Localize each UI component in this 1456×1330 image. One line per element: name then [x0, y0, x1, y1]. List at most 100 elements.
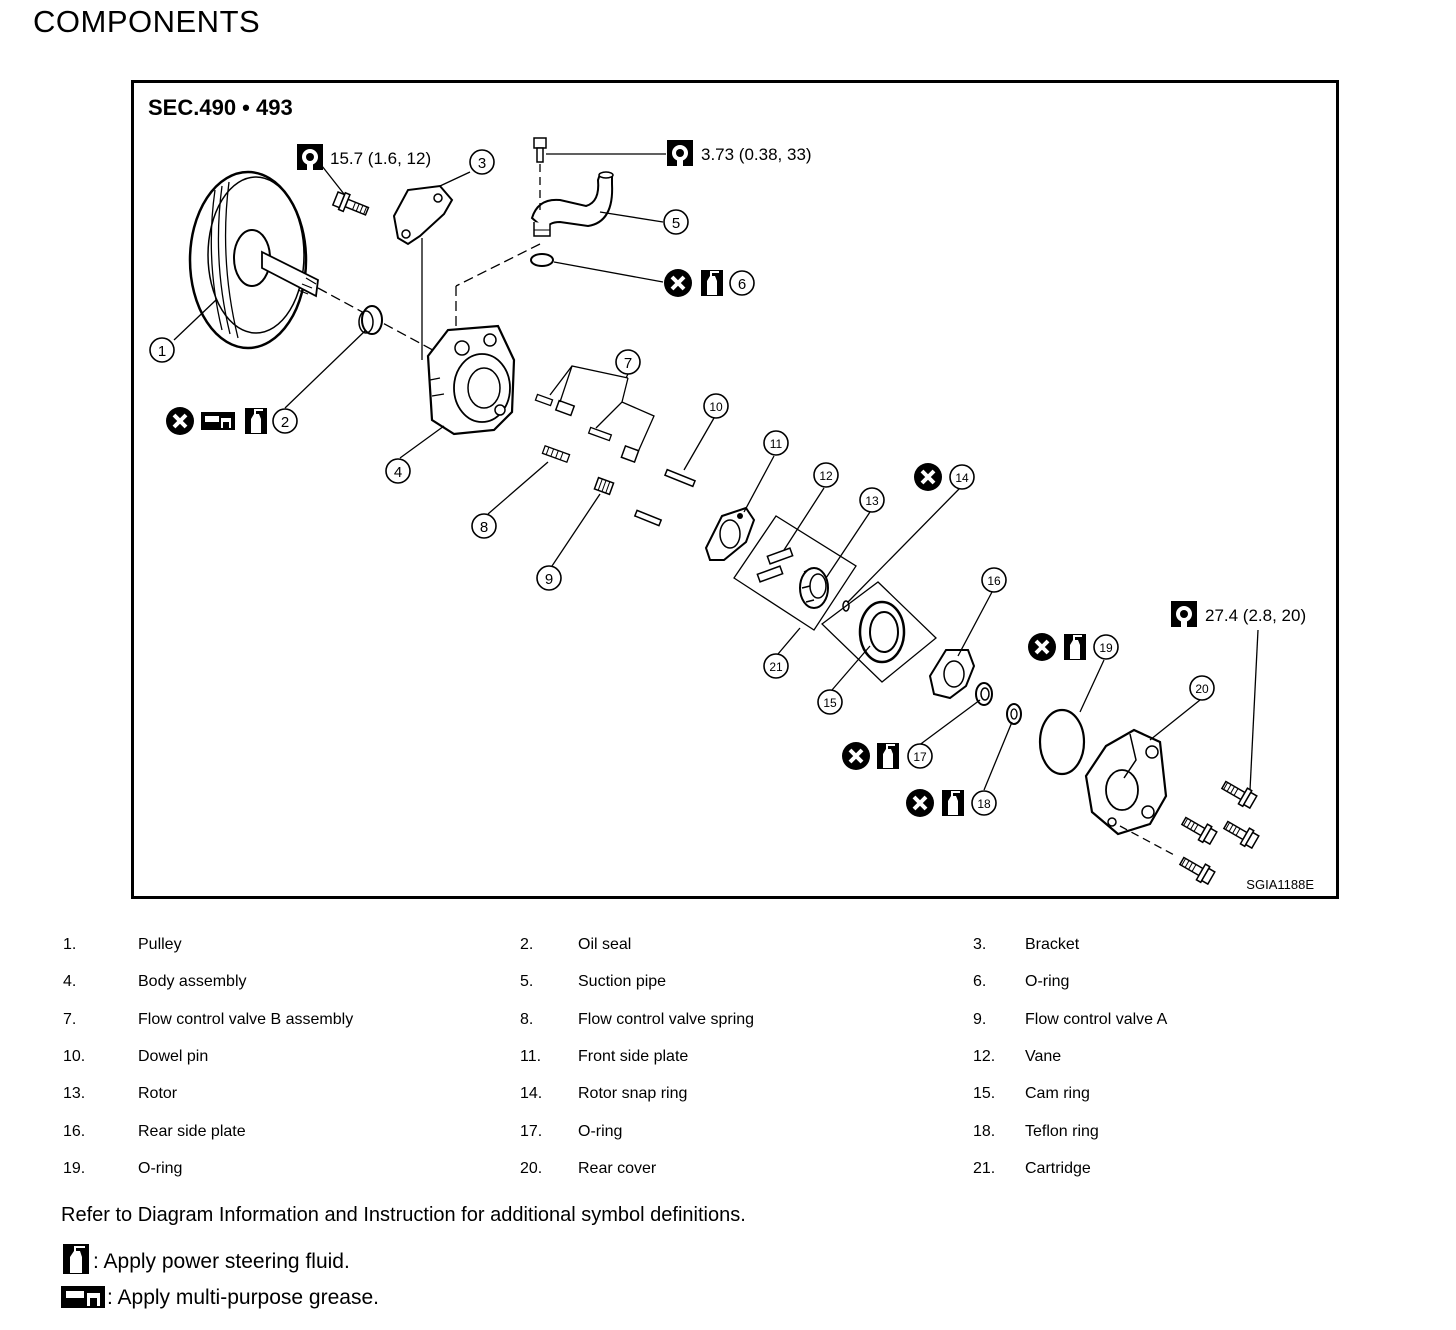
svg-text:6: 6 [738, 276, 746, 293]
section-code: SEC.490 • 493 [148, 95, 293, 120]
no-reuse-icon [164, 405, 196, 437]
callout-20: 20 [1189, 675, 1215, 701]
power-steering-fluid-icon [941, 789, 965, 817]
callout-19: 19 [1093, 634, 1119, 660]
callout-8: 8 [471, 513, 497, 539]
rear-side-plate [928, 649, 976, 700]
fluid-note: : Apply power steering fluid. [61, 1244, 350, 1274]
cartridge-outline [733, 515, 937, 683]
callout-6: 6 [729, 270, 755, 296]
callout-5: 5 [663, 209, 689, 235]
torque-spec-bracket: 15.7 (1.6, 12) [297, 144, 431, 170]
svg-text:3.73 (0.38, 33): 3.73 (0.38, 33) [701, 145, 812, 164]
no-reuse-icon [662, 267, 694, 299]
body-assembly [426, 324, 516, 436]
callout-12: 12 [813, 462, 839, 488]
no-reuse-icon [912, 461, 944, 493]
callout-2: 2 [272, 408, 298, 434]
torque-wrench-icon [297, 144, 323, 170]
bracket [392, 184, 454, 360]
bracket-bolt [331, 189, 372, 221]
callout-16: 16 [981, 567, 1007, 593]
flow-control-valve-spring [541, 444, 571, 464]
multi-purpose-grease-icon [201, 412, 235, 430]
callout-18: 18 [971, 790, 997, 816]
power-steering-fluid-icon [1063, 633, 1087, 661]
cam-ring [858, 600, 906, 664]
page-title: COMPONENTS [33, 4, 261, 39]
flow-control-valve-a [593, 476, 615, 496]
svg-text:20: 20 [1195, 682, 1209, 696]
callout-13: 13 [859, 487, 885, 513]
o-ring-19 [1038, 708, 1086, 776]
front-side-plate [704, 506, 756, 561]
power-steering-fluid-icon [63, 1244, 89, 1274]
refer-note: Refer to Diagram Information and Instruc… [61, 1204, 746, 1226]
callout-15: 15 [817, 689, 843, 715]
power-steering-fluid-icon [700, 269, 724, 297]
callout-7: 7 [615, 349, 641, 375]
multi-purpose-grease-icon [61, 1286, 105, 1308]
callout-10: 10 [703, 393, 729, 419]
fluid-note-text: : Apply power steering fluid. [93, 1250, 350, 1273]
pulley [188, 170, 441, 355]
callout-17: 17 [907, 743, 933, 769]
teflon-ring [1006, 703, 1022, 725]
power-steering-fluid-icon [244, 407, 268, 435]
grease-note: : Apply multi-purpose grease. [61, 1284, 379, 1310]
oil-seal [358, 305, 383, 335]
exploded-view-figure: SEC.490 • 493 SGIA1188E [131, 80, 1339, 899]
svg-text:9: 9 [545, 571, 553, 588]
torque-wrench-icon [1171, 601, 1197, 627]
callout-3: 3 [469, 149, 495, 175]
svg-text:19: 19 [1099, 641, 1113, 655]
svg-text:8: 8 [480, 519, 488, 536]
callout-9: 9 [536, 565, 562, 591]
svg-text:10: 10 [709, 400, 723, 414]
no-reuse-icon [904, 787, 936, 819]
svg-text:27.4 (2.8, 20): 27.4 (2.8, 20) [1205, 606, 1306, 625]
flow-control-valve-b [534, 365, 655, 463]
callout-11: 11 [763, 430, 789, 456]
no-reuse-icon [1026, 631, 1058, 663]
svg-text:21: 21 [769, 660, 783, 674]
vane [756, 547, 794, 583]
rotor-snap-ring [842, 600, 850, 612]
rotor [799, 567, 829, 609]
svg-text:3: 3 [478, 155, 486, 172]
svg-text:7: 7 [624, 355, 632, 372]
suction-pipe [530, 171, 614, 237]
o-ring-17 [975, 682, 993, 706]
callout-14: 14 [949, 464, 975, 490]
svg-text:1: 1 [158, 343, 166, 360]
svg-text:11: 11 [770, 437, 783, 451]
svg-text:14: 14 [955, 471, 969, 485]
suction-bolt [533, 137, 547, 210]
svg-text:15: 15 [823, 696, 837, 710]
svg-text:12: 12 [819, 469, 833, 483]
power-steering-fluid-icon [876, 742, 900, 770]
svg-text:5: 5 [672, 215, 680, 232]
callout-1: 1 [149, 337, 175, 363]
svg-text:18: 18 [977, 797, 991, 811]
figure-id: SGIA1188E [1246, 877, 1314, 892]
torque-spec-rear-cover: 27.4 (2.8, 20) [1171, 601, 1306, 627]
rear-cover-bolts [1176, 776, 1261, 887]
leader-lines [173, 153, 1259, 791]
grease-note-text: : Apply multi-purpose grease. [107, 1286, 379, 1309]
svg-text:13: 13 [865, 494, 879, 508]
rear-cover [1084, 728, 1177, 857]
exploded-diagram: 1 2 3 4 5 6 7 8 9 10 11 12 13 14 15 16 1… [149, 137, 1306, 887]
callout-4: 4 [385, 458, 411, 484]
svg-text:16: 16 [987, 574, 1001, 588]
no-reuse-icon [840, 740, 872, 772]
svg-text:4: 4 [394, 464, 402, 481]
callout-21: 21 [763, 653, 789, 679]
suction-o-ring [530, 253, 554, 267]
torque-spec-suction: 3.73 (0.38, 33) [667, 140, 812, 166]
torque-wrench-icon [667, 140, 693, 166]
svg-text:17: 17 [913, 750, 927, 764]
dowel-pin [633, 468, 697, 527]
svg-text:15.7 (1.6, 12): 15.7 (1.6, 12) [330, 149, 431, 168]
svg-text:2: 2 [281, 414, 289, 431]
